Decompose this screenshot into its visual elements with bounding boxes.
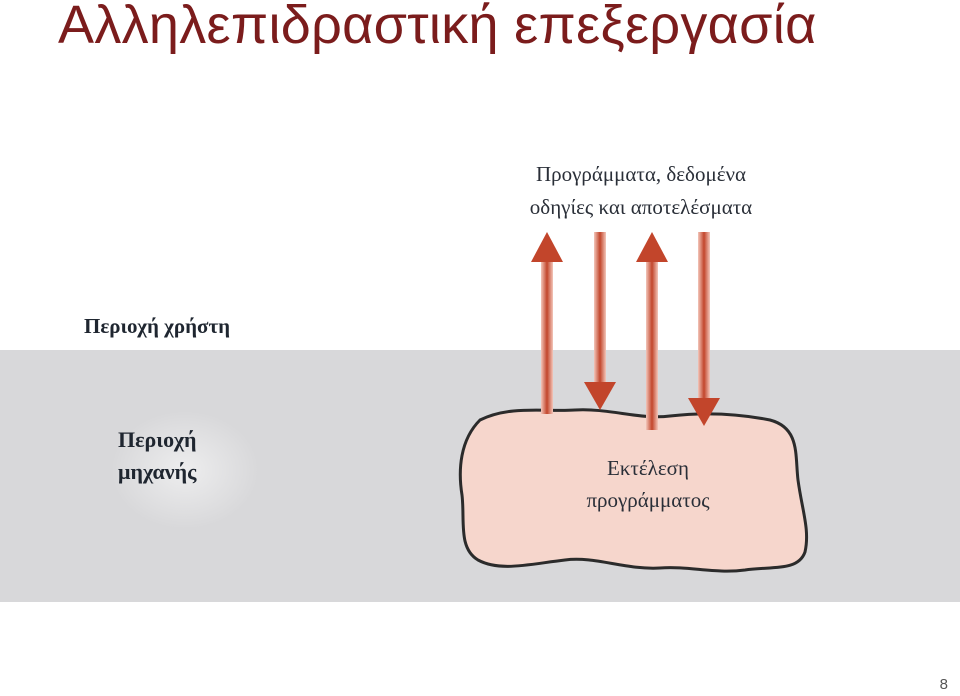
arrow-down-2	[688, 232, 720, 426]
execution-label-line2: προγράμματος	[586, 488, 710, 512]
machine-area-label-line2: μηχανής	[118, 459, 197, 484]
machine-area-label: Περιοχή μηχανής	[118, 424, 197, 488]
flow-label-line1: Προγράμματα, δεδομένα	[535, 162, 747, 186]
arrow-down-1	[584, 232, 616, 410]
execution-label: Εκτέλεση προγράμματος	[548, 452, 748, 516]
user-area-label: Περιοχή χρήστη	[84, 314, 231, 338]
machine-area-label-line1: Περιοχή	[118, 427, 197, 452]
arrow-up-1	[531, 232, 563, 414]
slide-title: Αλληλεπιδραστική επεξεργασία	[58, 0, 817, 55]
flow-label: Προγράμματα, δεδομένα οδηγίες και αποτελ…	[496, 158, 786, 224]
arrow-up-2	[636, 232, 668, 430]
page-number: 8	[939, 676, 948, 693]
band-shadow	[110, 410, 260, 530]
execution-label-line1: Εκτέλεση	[607, 456, 689, 480]
flow-label-line2: οδηγίες και αποτελέσματα	[529, 195, 753, 219]
